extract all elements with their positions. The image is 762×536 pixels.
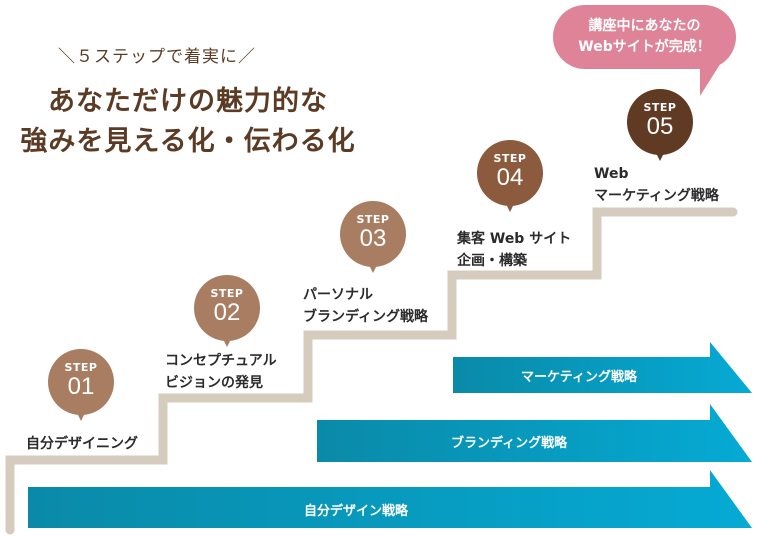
step-label: STEP — [64, 361, 98, 374]
step-number: 02 — [213, 299, 241, 326]
subtitle: ＼５ステップで着実に／ — [58, 47, 256, 67]
step-title-line-2: ブランディング戦略 — [303, 309, 429, 325]
speech-bubble: 講座中にあなたの Webサイトが完成！ — [553, 5, 736, 69]
step-title-line-1: 集客 Web サイト — [457, 231, 572, 247]
step-03-title: パーソナル ブランディング戦略 — [303, 284, 428, 328]
headline: あなただけの魅力的な 強みを見える化・伝わる化 — [8, 82, 368, 162]
headline-line-1: あなただけの魅力的な — [48, 86, 328, 117]
step-number: 03 — [359, 225, 387, 252]
arrow-marketing — [453, 342, 752, 393]
step-title-line-2: ビジョンの発見 — [165, 375, 263, 391]
step-number: 01 — [67, 373, 95, 400]
step-number: 04 — [496, 164, 524, 191]
arrow-self-design — [28, 470, 752, 528]
step-02-badge: STEP 02 — [194, 275, 260, 347]
step-01-badge: STEP 01 — [48, 349, 114, 421]
step-01-title: 自分デザイニング — [26, 433, 138, 455]
step-04-title: 集客 Web サイト 企画・構築 — [457, 228, 571, 272]
step-05-badge: STEP 05 — [627, 89, 693, 161]
arrow-branding — [317, 404, 752, 462]
step-number: 05 — [646, 113, 674, 140]
step-05-title: Web マーケティング戦略 — [594, 163, 719, 207]
step-title-line-1: パーソナル — [303, 287, 373, 303]
bubble-line-2: Webサイトが完成！ — [578, 39, 711, 55]
step-label: STEP — [210, 287, 244, 300]
step-title-line-2: 企画・構築 — [457, 253, 527, 269]
step-title-line-1: 自分デザイニング — [26, 436, 138, 452]
step-label: STEP — [493, 152, 527, 165]
step-03-badge: STEP 03 — [340, 201, 406, 273]
step-title-line-1: コンセプチュアル — [165, 353, 277, 369]
bubble-line-1: 講座中にあなたの — [588, 18, 701, 34]
arrow-marketing-label: マーケティング戦略 — [521, 370, 637, 385]
step-label: STEP — [643, 101, 677, 114]
staircase-path — [5, 207, 738, 535]
headline-line-2: 強みを見える化・伝わる化 — [20, 126, 356, 157]
arrow-self-design-label: 自分デザイン戦略 — [304, 504, 409, 519]
step-label: STEP — [356, 213, 390, 226]
arrow-branding-label: ブランディング戦略 — [451, 436, 568, 451]
step-02-title: コンセプチュアル ビジョンの発見 — [165, 350, 277, 394]
step-title-line-2: マーケティング戦略 — [594, 188, 719, 204]
step-04-badge: STEP 04 — [477, 140, 543, 212]
step-title-line-1: Web — [594, 166, 629, 182]
